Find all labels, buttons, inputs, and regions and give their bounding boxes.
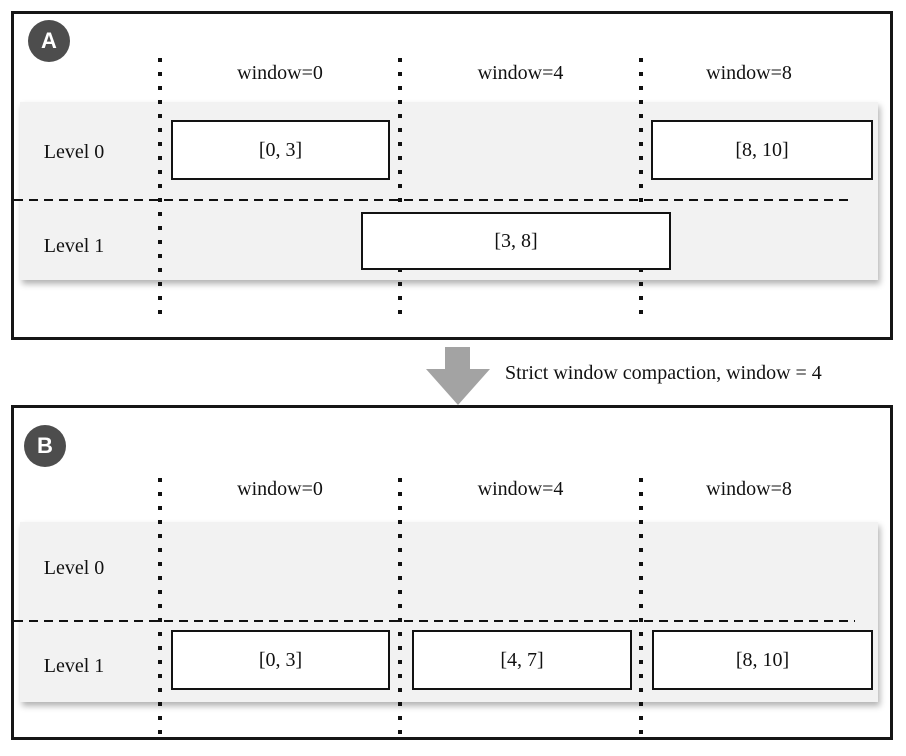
interval-box: [8, 10] xyxy=(652,630,873,690)
panel-a-window-boundary-2 xyxy=(398,58,402,322)
panel-b-row-label-level1: Level 1 xyxy=(43,655,105,677)
panel-b-badge: B xyxy=(24,425,66,467)
interval-box: [3, 8] xyxy=(361,212,671,270)
panel-a: A window=0 window=4 window=8 Level 0 Lev… xyxy=(11,11,893,340)
down-arrow-icon xyxy=(445,347,470,371)
panel-b-row-label-level0: Level 0 xyxy=(43,557,105,579)
panel-a-level-separator xyxy=(14,199,848,201)
panel-b-column-header-window0: window=0 xyxy=(237,478,323,500)
panel-b-window-boundary-3 xyxy=(639,478,643,737)
panel-a-column-header-window8: window=8 xyxy=(706,62,792,84)
interval-box: [0, 3] xyxy=(171,630,390,690)
panel-b-level-separator xyxy=(14,620,855,622)
panel-a-window-boundary-3 xyxy=(639,58,643,322)
panel-a-row-label-level1: Level 1 xyxy=(43,235,105,257)
interval-box: [4, 7] xyxy=(412,630,632,690)
down-arrow-head-icon xyxy=(426,369,490,405)
panel-b-column-header-window4: window=4 xyxy=(477,478,564,500)
panel-b-window-boundary-2 xyxy=(398,478,402,737)
panel-b-column-header-window8: window=8 xyxy=(706,478,792,500)
panel-b-window-boundary-1 xyxy=(158,478,162,737)
panel-a-column-header-window4: window=4 xyxy=(477,62,564,84)
interval-box: [0, 3] xyxy=(171,120,390,180)
interval-box: [8, 10] xyxy=(651,120,873,180)
panel-a-row-label-level0: Level 0 xyxy=(43,141,105,163)
panel-a-badge: A xyxy=(28,20,70,62)
panel-b: B window=0 window=4 window=8 Level 0 Lev… xyxy=(11,405,893,740)
panel-a-column-header-window0: window=0 xyxy=(237,62,323,84)
compaction-arrow-label: Strict window compaction, window = 4 xyxy=(505,362,822,384)
panel-a-window-boundary-1 xyxy=(158,58,162,322)
